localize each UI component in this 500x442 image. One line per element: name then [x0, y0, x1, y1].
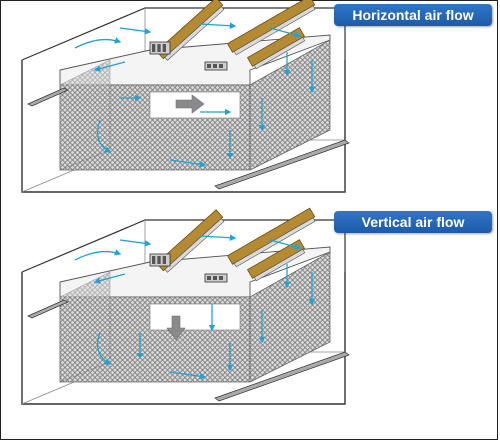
fan-grille — [213, 64, 217, 68]
fan-grille — [219, 276, 223, 280]
horizontal-air-flow-label: Horizontal air flow — [334, 4, 492, 26]
side-air-return — [27, 299, 69, 319]
fan-grille — [152, 256, 156, 264]
fan-filter-unit — [149, 41, 171, 55]
fan-grille — [207, 64, 211, 68]
airflow-arrow — [93, 273, 126, 284]
side-curtain — [249, 39, 331, 171]
curtain-opening — [149, 303, 241, 331]
room-outline — [21, 272, 346, 405]
fan-grille — [157, 256, 161, 264]
room-outline-top — [21, 219, 346, 273]
luminaire — [156, 0, 225, 61]
fan-grille — [152, 44, 156, 52]
airflow-arrow — [93, 61, 126, 72]
fan-grille — [207, 276, 211, 280]
airflow-arrow — [199, 22, 237, 29]
airflow-arrow — [119, 239, 152, 247]
airflow-arrow — [96, 119, 112, 153]
flow-direction-arrow — [175, 94, 205, 114]
side-air-return — [27, 87, 69, 107]
airflow-arrow — [119, 27, 152, 35]
luminaire-face — [253, 248, 306, 282]
fan-filter-unit — [204, 273, 228, 283]
airflow-arrow — [74, 37, 122, 49]
airflow-arrow — [96, 331, 112, 365]
flow-direction-arrow — [166, 315, 186, 341]
luminaire-face — [164, 218, 225, 273]
fan-grille — [162, 44, 166, 52]
fan-grille — [162, 256, 166, 264]
fan-grille — [157, 44, 161, 52]
fan-filter-unit — [149, 253, 171, 267]
airflow-arrow — [199, 234, 237, 241]
luminaire-face — [253, 36, 306, 70]
airflow-arrow — [269, 239, 302, 250]
airflow-arrow — [269, 27, 302, 38]
vertical-airflow-panel — [21, 207, 350, 405]
airflow-arrow — [74, 249, 122, 261]
luminaire — [246, 27, 306, 70]
luminaire — [156, 209, 225, 273]
floor-air-return — [214, 139, 350, 190]
fan-grille — [219, 64, 223, 68]
airflow-arrow — [169, 371, 207, 380]
room-outline — [21, 60, 346, 193]
luminaire-face — [164, 6, 225, 61]
room-outline-top — [21, 7, 346, 61]
side-curtain — [249, 251, 331, 383]
fan-grille — [213, 276, 217, 280]
floor-air-return — [214, 351, 350, 402]
airflow-arrow — [169, 159, 207, 168]
vertical-air-flow-label: Vertical air flow — [334, 211, 492, 233]
luminaire — [246, 239, 306, 282]
horizontal-airflow-panel — [21, 0, 350, 193]
fan-filter-unit — [204, 61, 228, 71]
